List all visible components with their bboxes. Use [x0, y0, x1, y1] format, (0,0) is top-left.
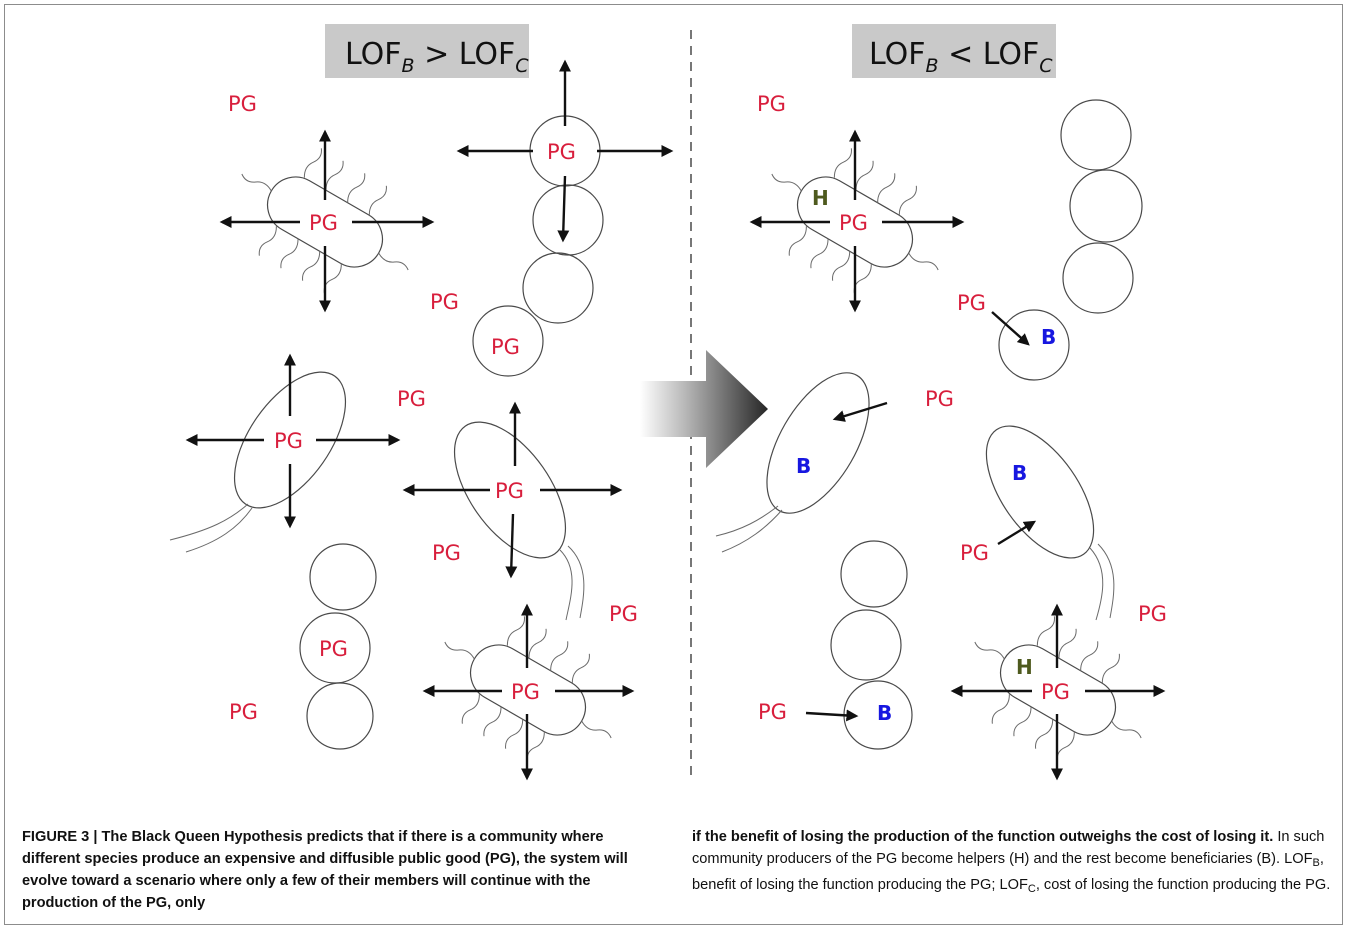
figure-caption-left: FIGURE 3 | The Black Queen Hypothesis pr…	[22, 829, 628, 911]
coccus-chain-cell: PG PG	[456, 59, 674, 377]
figure-illustration: LOFB > LOFC PG PG PG PG PG PG	[169, 24, 1167, 781]
transition-arrow	[640, 350, 768, 468]
left-header-box	[325, 24, 529, 78]
flagellated-oval-cell: PG	[169, 353, 401, 553]
beneficiary-label: B	[796, 454, 811, 478]
beneficiary-oval-cell: B PG PG	[960, 425, 1167, 626]
helper-rod-cell: H PG	[950, 603, 1166, 781]
pg-label: PG	[319, 637, 348, 661]
pg-label: PG	[430, 290, 459, 314]
caption-text: , benefit of losing the function produci…	[692, 851, 1324, 893]
pg-label: PG	[432, 541, 461, 565]
flagellated-oval-cell: PG	[402, 401, 623, 621]
figure-frame	[4, 4, 1343, 925]
beneficiary-label: B	[1012, 461, 1027, 485]
left-header: LOFB > LOFC	[345, 37, 529, 77]
caption-text: , cost of losing the function producing …	[1035, 877, 1331, 893]
caption-subscript: C	[1027, 883, 1036, 895]
caption-bold-text: if the benefit of losing the production …	[692, 829, 1274, 845]
flagellated-rod-cell: PG	[422, 603, 635, 781]
pg-label: PG	[758, 700, 787, 724]
pg-label: PG	[228, 92, 257, 116]
pg-label: PG	[547, 140, 576, 164]
flagellated-rod-cell: PG	[219, 129, 435, 313]
caption-text: In such community producers of the PG be…	[692, 829, 1325, 867]
caption-subscript: B	[1312, 857, 1320, 869]
right-panel: LOFB < LOFC PG H PG	[715, 24, 1167, 781]
coccus-chain-cell: PG	[299, 543, 377, 750]
pg-label: PG	[495, 479, 524, 503]
pg-label: PG	[839, 211, 868, 235]
pg-label: PG	[1138, 602, 1167, 626]
helper-label: H	[812, 186, 829, 210]
left-panel: LOFB > LOFC PG PG PG PG PG PG	[169, 24, 674, 781]
helper-rod-cell: H PG	[749, 129, 965, 313]
pg-label: PG	[491, 335, 520, 359]
pg-label: PG	[757, 92, 786, 116]
right-header: LOFB < LOFC	[869, 37, 1053, 77]
figure-caption-right: if the benefit of losing the production …	[692, 826, 1332, 900]
beneficiary-oval-cell: PG B	[715, 372, 954, 553]
pg-label: PG	[274, 429, 303, 453]
pg-label: PG	[609, 602, 638, 626]
beneficiary-label: B	[1041, 325, 1056, 349]
pg-label: PG	[511, 680, 540, 704]
pg-label: PG	[960, 541, 989, 565]
beneficiary-coccus-chain: PG B	[957, 99, 1143, 381]
pg-label: PG	[1041, 680, 1070, 704]
right-header-box	[852, 24, 1056, 78]
pg-label: PG	[397, 387, 426, 411]
pg-label: PG	[309, 211, 338, 235]
beneficiary-coccus-chain: PG B	[758, 540, 913, 750]
helper-label: H	[1016, 655, 1033, 679]
pg-label: PG	[229, 700, 258, 724]
pg-label: PG	[957, 291, 986, 315]
pg-label: PG	[925, 387, 954, 411]
beneficiary-label: B	[877, 701, 892, 725]
